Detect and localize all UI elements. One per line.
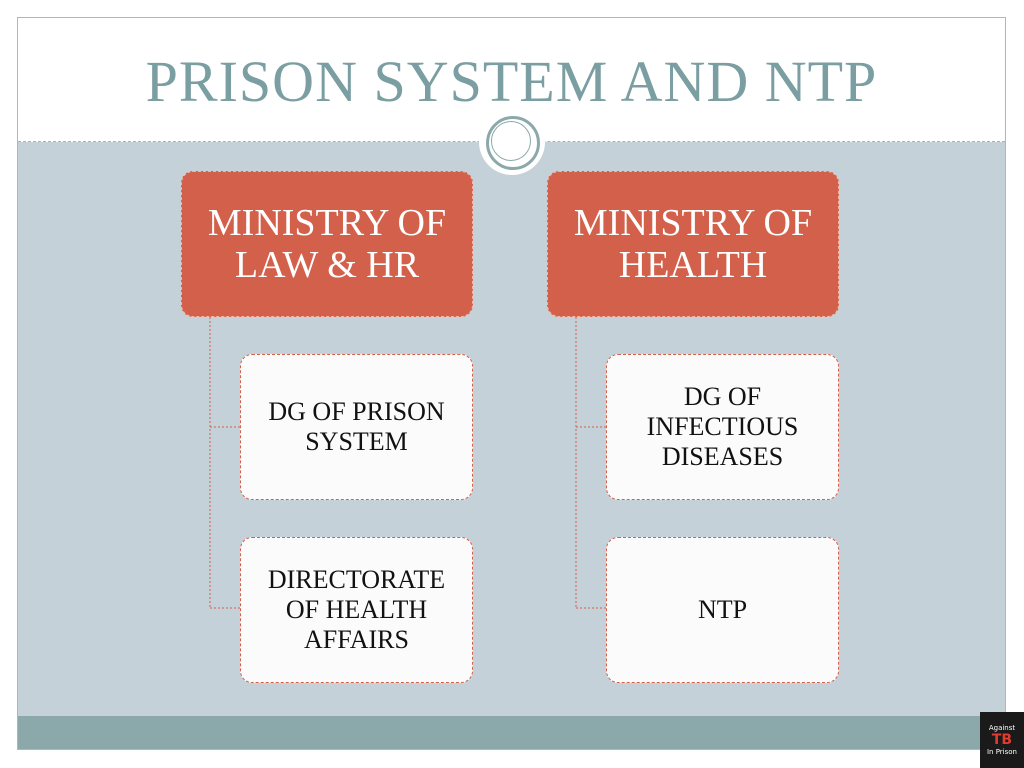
- node-label: DG OF INFECTIOUS DISEASES: [646, 382, 799, 471]
- node-label: NTP: [697, 595, 748, 624]
- circle-ornament-inner-ring: [491, 121, 531, 161]
- node-label: DIRECTORATE OF HEALTH AFFAIRS: [267, 565, 446, 654]
- node-dg-infectious-diseases: DG OF INFECTIOUS DISEASES: [606, 354, 839, 500]
- node-directorate-health-affairs: DIRECTORATE OF HEALTH AFFAIRS: [240, 537, 473, 683]
- node-ntp: NTP: [606, 537, 839, 683]
- content-area: [18, 142, 1005, 716]
- slide-title: PRISON SYSTEM AND NTP: [145, 49, 878, 114]
- node-ministry-health: MINISTRY OF HEALTH: [547, 171, 839, 317]
- footer-band: [18, 716, 1005, 749]
- node-label: MINISTRY OF HEALTH: [573, 202, 813, 286]
- node-dg-prison-system: DG OF PRISON SYSTEM: [240, 354, 473, 500]
- node-ministry-law-hr: MINISTRY OF LAW & HR: [181, 171, 473, 317]
- logo-top-text: Against: [988, 724, 1016, 732]
- logo-main-text: TB: [991, 732, 1013, 748]
- against-tb-logo: Against TB In Prison: [980, 712, 1024, 768]
- node-label: MINISTRY OF LAW & HR: [207, 202, 447, 286]
- node-label: DG OF PRISON SYSTEM: [268, 397, 445, 456]
- logo-bottom-text: In Prison: [986, 748, 1017, 756]
